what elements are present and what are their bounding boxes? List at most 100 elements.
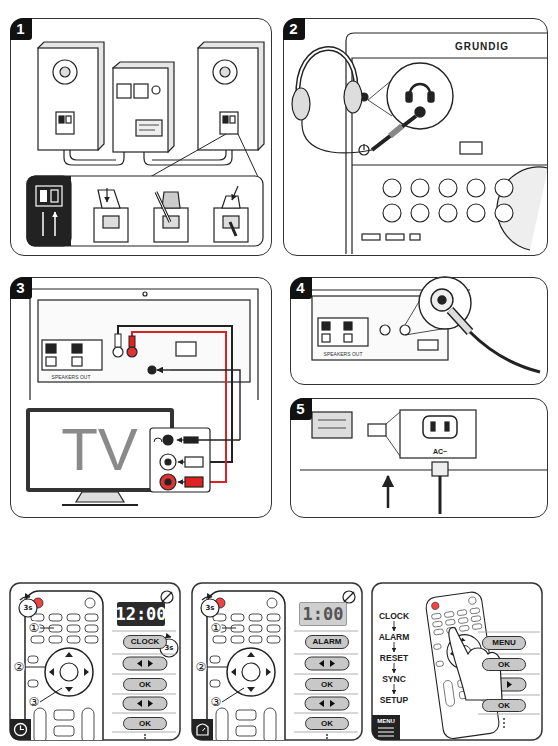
step-panel: 3TV bbox=[10, 277, 272, 518]
zoom-circle bbox=[368, 80, 392, 116]
terminal-inset bbox=[27, 176, 263, 246]
menu-item: RESET bbox=[380, 653, 408, 663]
remote-key: CLOCK bbox=[123, 635, 167, 649]
zoom-circle bbox=[406, 92, 412, 102]
tv-jack-inset bbox=[163, 435, 173, 445]
continuation-dots bbox=[326, 734, 328, 736]
arrow-keys bbox=[482, 678, 526, 691]
lcd-display: 1:00 bbox=[299, 602, 347, 626]
step-number: 3 bbox=[10, 277, 32, 299]
remote-control bbox=[207, 591, 285, 740]
tv-jack-inset bbox=[185, 477, 203, 487]
device-back bbox=[143, 292, 147, 296]
screen-text: TV bbox=[61, 420, 138, 480]
instruction-panel bbox=[372, 583, 542, 740]
device-front bbox=[346, 33, 548, 254]
device-button bbox=[383, 204, 401, 222]
tv-jack-inset bbox=[160, 474, 176, 490]
terminal-inset bbox=[27, 176, 263, 246]
callout-number: ③ bbox=[211, 695, 222, 709]
zoom-circle bbox=[368, 63, 453, 150]
key-label: CLOCK bbox=[131, 638, 159, 646]
icon-label: MENU bbox=[377, 718, 395, 724]
tv-jack-inset bbox=[178, 461, 185, 462]
leader-line bbox=[207, 667, 228, 668]
speaker bbox=[56, 112, 74, 134]
zoom-circle bbox=[372, 116, 416, 150]
tv-jack-inset bbox=[160, 454, 176, 470]
leader-line bbox=[222, 688, 244, 702]
device-back bbox=[30, 289, 258, 400]
device-front bbox=[497, 167, 548, 250]
speaker bbox=[66, 116, 71, 123]
arrow-keys bbox=[137, 660, 153, 667]
zoom-circle bbox=[415, 107, 425, 117]
row-divider bbox=[112, 631, 176, 732]
speaker bbox=[213, 60, 237, 84]
main-unit bbox=[113, 68, 168, 152]
hold-icon bbox=[201, 599, 219, 617]
key-label: OK bbox=[498, 661, 510, 669]
continuation-dots bbox=[144, 737, 146, 739]
remote-key: OK bbox=[123, 678, 167, 691]
arrow-keys bbox=[123, 657, 526, 710]
zoom-wedge bbox=[150, 134, 258, 177]
callout-number: ② bbox=[196, 660, 207, 674]
main-unit bbox=[117, 84, 131, 98]
tv-jack-inset bbox=[178, 481, 185, 482]
row-divider bbox=[294, 631, 358, 732]
device-back bbox=[42, 340, 102, 370]
speaker bbox=[60, 67, 70, 77]
device-back bbox=[72, 357, 82, 366]
spring-clip bbox=[94, 188, 128, 242]
antenna-zoom bbox=[450, 310, 470, 332]
zoom-circle bbox=[410, 84, 430, 94]
display-digits: 12:00 bbox=[115, 606, 166, 623]
spring-clip bbox=[156, 192, 170, 222]
tv-jack-inset bbox=[154, 438, 162, 442]
device-back bbox=[38, 300, 250, 382]
device-back bbox=[322, 322, 330, 330]
device-back bbox=[46, 357, 56, 366]
zoom-circle bbox=[390, 126, 402, 136]
device-bottom bbox=[368, 424, 386, 436]
spring-clip bbox=[230, 222, 236, 236]
port-label: SPEAKERS OUT bbox=[52, 374, 91, 380]
device-back bbox=[72, 344, 82, 353]
speaker-cable bbox=[64, 100, 232, 165]
device-button bbox=[495, 179, 513, 197]
spring-clip bbox=[103, 216, 119, 228]
menu-item: ALARM bbox=[379, 632, 410, 642]
menu-flow-arrow bbox=[394, 642, 395, 652]
tv-screen: TV bbox=[26, 408, 174, 492]
hold-time: 3s bbox=[205, 604, 214, 612]
key-label: OK bbox=[139, 720, 151, 728]
antenna-zoom bbox=[431, 289, 453, 311]
spring-clip bbox=[222, 196, 240, 208]
instruction-panel bbox=[10, 583, 542, 740]
spring-clip bbox=[232, 186, 238, 200]
device-front bbox=[386, 234, 404, 240]
terminal-inset bbox=[36, 186, 62, 206]
arrow-keys bbox=[319, 700, 335, 707]
remote-key: OK bbox=[482, 658, 526, 671]
headphones bbox=[344, 81, 362, 113]
lcd-display: 12:00 bbox=[117, 602, 165, 626]
step-panel: 5 bbox=[290, 398, 548, 518]
main-unit bbox=[139, 125, 159, 130]
device-bottom bbox=[432, 462, 448, 476]
leader-line bbox=[40, 628, 54, 629]
terminal-inset bbox=[55, 176, 71, 246]
device-front bbox=[362, 234, 380, 240]
speaker bbox=[223, 116, 228, 123]
remote-control bbox=[25, 591, 103, 740]
arrow-keys bbox=[123, 657, 167, 670]
continuation-dots bbox=[144, 734, 146, 736]
device-front bbox=[352, 58, 548, 254]
remote-control bbox=[207, 591, 285, 740]
step-panel: 1 bbox=[10, 18, 272, 256]
corner-icon bbox=[10, 715, 400, 740]
tv-stand bbox=[62, 492, 138, 505]
